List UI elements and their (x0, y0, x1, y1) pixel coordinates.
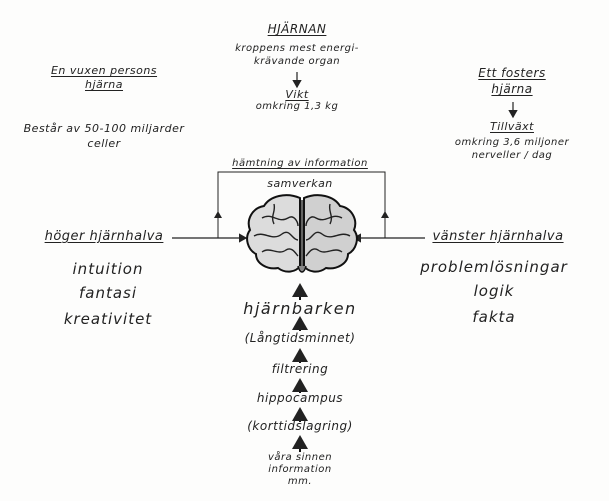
title: HJÄRNAN (267, 22, 327, 36)
right-trait-2: fantasi (78, 284, 138, 302)
flow-step-cortex: hjärnbarken (243, 299, 357, 318)
right-trait-1: intuition (72, 260, 144, 278)
brain-icon (246, 194, 358, 273)
cooperation-label: samverkan (267, 177, 333, 190)
left-trait-1: problemlösningar (420, 258, 568, 276)
weight-label: Vikt (285, 88, 309, 101)
cooperation-bracket (217, 171, 386, 238)
adult-text-line-2: celler (87, 137, 121, 150)
flow-senses-line-2: information (268, 464, 332, 475)
fetus-growth-line-2: nerveller / dag (471, 150, 553, 161)
adult-heading-line-2: hjärna (84, 78, 124, 91)
right-hemisphere-label: höger hjärnhalva (44, 229, 164, 244)
flow-step-hippocampus: hippocampus (256, 391, 344, 405)
fetus-growth-line-1: omkring 3,6 miljoner (454, 137, 570, 148)
information-retrieval-label: hämtning av information (232, 158, 368, 169)
subtitle-line-1: kroppens mest energi- (235, 43, 359, 54)
right-trait-3: kreativitet (63, 310, 153, 328)
flow-senses-line-3: mm. (287, 476, 313, 487)
flow-step-filtering: filtrering (271, 362, 329, 376)
left-trait-3: fakta (472, 308, 516, 326)
subtitle-line-2: krävande organ (253, 56, 341, 67)
fetus-heading-line-1: Ett fosters (478, 66, 546, 80)
weight-value: omkring 1,3 kg (255, 101, 339, 112)
left-trait-2: logik (473, 282, 515, 300)
adult-heading-line-1: En vuxen persons (50, 64, 158, 77)
flow-step-short-term-storage: (korttidslagring) (247, 419, 353, 433)
fetus-heading-line-2: hjärna (491, 82, 533, 96)
flow-step-long-term-memory: (Långtidsminnet) (244, 331, 356, 345)
left-hemisphere-label: vänster hjärnhalva (432, 229, 564, 244)
fetus-growth-label: Tillväxt (490, 120, 534, 133)
flow-senses-line-1: våra sinnen (267, 452, 333, 463)
adult-text-line-1: Består av 50-100 miljarder (23, 122, 185, 135)
